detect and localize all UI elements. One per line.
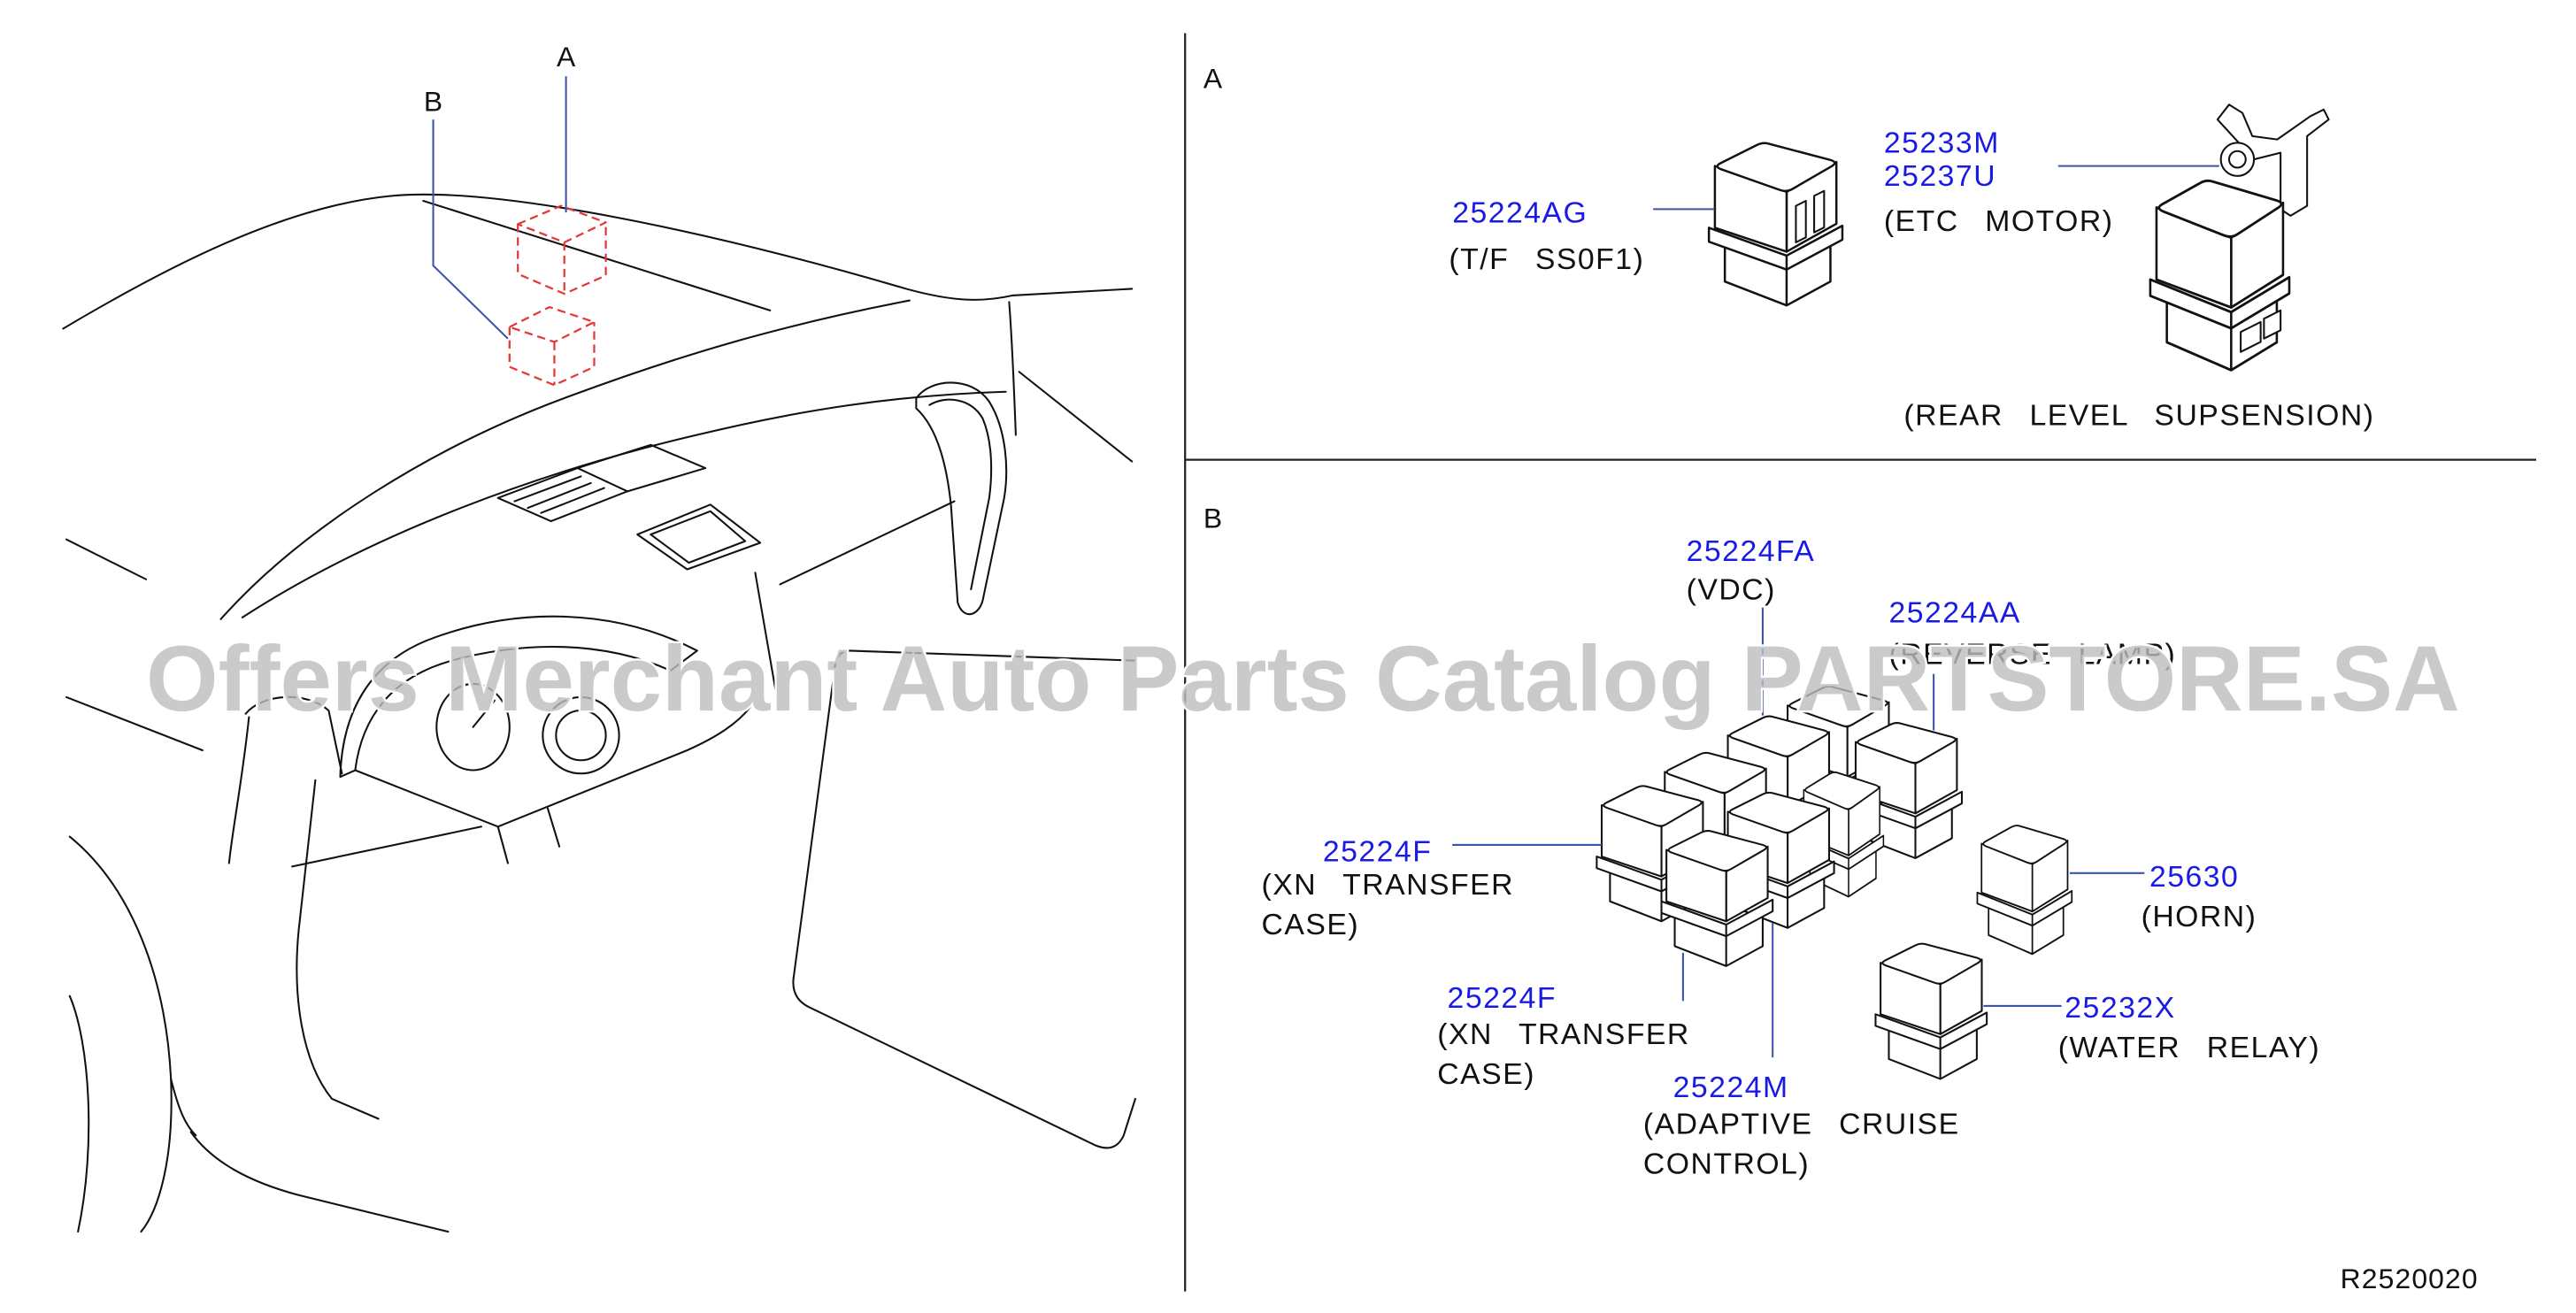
a-pillar-line: [1008, 301, 1017, 436]
left-dash-edge: [227, 716, 250, 864]
part-description: CONTROL): [1643, 1147, 1810, 1180]
part-description: (REVERSE LAMP): [1888, 637, 2176, 671]
instrument-hood-outer: [339, 615, 698, 779]
section-a: A 25224AG (T/F SS0F1) 25233M 25237U (ETC…: [1203, 62, 2374, 432]
center-vent-slat: [540, 487, 605, 514]
relay-terminal-slot: [1813, 189, 1826, 234]
instrument-hood-inner: [354, 646, 698, 772]
knee-panel-line: [291, 825, 482, 868]
tachometer-gauge-inner: [555, 709, 607, 762]
door-panel-curve: [68, 994, 90, 1233]
door-sill-line: [65, 695, 204, 752]
part-description: (T/F SS0F1): [1449, 242, 1644, 276]
a-pillar-trim: [1018, 371, 1134, 463]
part-number: 25630: [2149, 860, 2239, 894]
section-a-label: A: [1203, 62, 1223, 94]
part-description: (XN TRANSFER: [1437, 1017, 1690, 1051]
bracket-washer-hole: [2227, 150, 2247, 169]
steering-column-stalk: [546, 807, 561, 848]
center-panel-inner: [650, 510, 747, 564]
left-air-vent: [244, 695, 343, 775]
watermark-text: Offers Merchant Auto Parts Catalog PARTS…: [146, 627, 2460, 731]
part-note: (REAR LEVEL SUPSENSION): [1903, 398, 2374, 432]
floor-line: [189, 1131, 450, 1233]
part-number: 25224FA: [1687, 534, 1816, 568]
center-panel-outer: [636, 503, 762, 571]
glovebox-outline: [792, 649, 1136, 1149]
center-vent-top: [576, 443, 707, 493]
part-description: (XN TRANSFER: [1261, 868, 1514, 902]
part-description: CASE): [1437, 1057, 1535, 1091]
center-vent-slat: [513, 475, 582, 503]
relay-etc-motor: [2149, 179, 2291, 372]
callout-b-label: B: [424, 86, 442, 118]
location-box-b: [508, 305, 596, 387]
relay-water: [1874, 942, 1988, 1080]
part-number: 25232X: [2065, 991, 2175, 1025]
callout-b-leader: [432, 119, 509, 340]
tachometer-gauge-outer: [542, 695, 620, 775]
part-description: (ADAPTIVE CRUISE: [1643, 1107, 1960, 1140]
relay-socket-slot: [2240, 320, 2262, 353]
center-vent-slat: [527, 481, 592, 510]
relay-socket-slot: [2263, 309, 2282, 340]
part-number: 25237U: [1884, 159, 1996, 193]
instrument-hood-corner: [339, 769, 357, 779]
section-b: B 25224FA (VDC) 25224AA (REVERSE LAMP) 2…: [1203, 503, 2320, 1181]
mounting-bracket: [2216, 104, 2330, 217]
steering-column-stalk: [496, 825, 509, 864]
steering-column-cover: [296, 779, 380, 1120]
speedometer-needle: [472, 699, 496, 728]
part-description: (VDC): [1687, 572, 1776, 606]
console-top-line: [779, 500, 956, 586]
part-number: 25224M: [1673, 1071, 1789, 1104]
windshield-base-line: [422, 199, 772, 311]
relay-xn-transfer-case-2: [1660, 830, 1774, 967]
drawing-number: R2520020: [2341, 1263, 2479, 1294]
speedometer-gauge: [435, 682, 511, 772]
console-side-line: [754, 572, 778, 698]
windshield-header-line: [62, 193, 1134, 330]
part-number: 25224AG: [1452, 196, 1588, 229]
part-number: 25233M: [1884, 127, 2000, 160]
instrument-cluster-lower-edge: [354, 706, 751, 828]
side-vent-inner: [928, 398, 993, 591]
part-description: (ETC MOTOR): [1884, 204, 2114, 238]
section-b-label: B: [1203, 503, 1222, 534]
door-armrest-line: [170, 1078, 197, 1137]
door-panel-curve: [68, 835, 173, 1233]
part-description: CASE): [1261, 908, 1359, 941]
relay-terminal-slot: [1795, 199, 1807, 243]
part-description: (WATER RELAY): [2058, 1031, 2320, 1064]
callout-a-label: A: [557, 41, 576, 73]
glovebox-top-edge: [849, 649, 1136, 662]
dashboard-illustration: [62, 193, 1136, 1233]
relay-horn: [1976, 825, 2073, 956]
left-pillar-line: [65, 538, 148, 580]
location-box-a: [517, 204, 607, 296]
part-description: (HORN): [2142, 900, 2257, 933]
part-number: 25224F: [1448, 981, 1557, 1015]
dashboard-top-edge: [219, 299, 911, 620]
location-markers: A B: [424, 41, 607, 387]
dashboard-lower-edge: [241, 390, 1007, 618]
part-number: 25224F: [1323, 835, 1432, 869]
side-vent-outer: [915, 381, 1008, 616]
part-number: 25224AA: [1888, 596, 2020, 630]
